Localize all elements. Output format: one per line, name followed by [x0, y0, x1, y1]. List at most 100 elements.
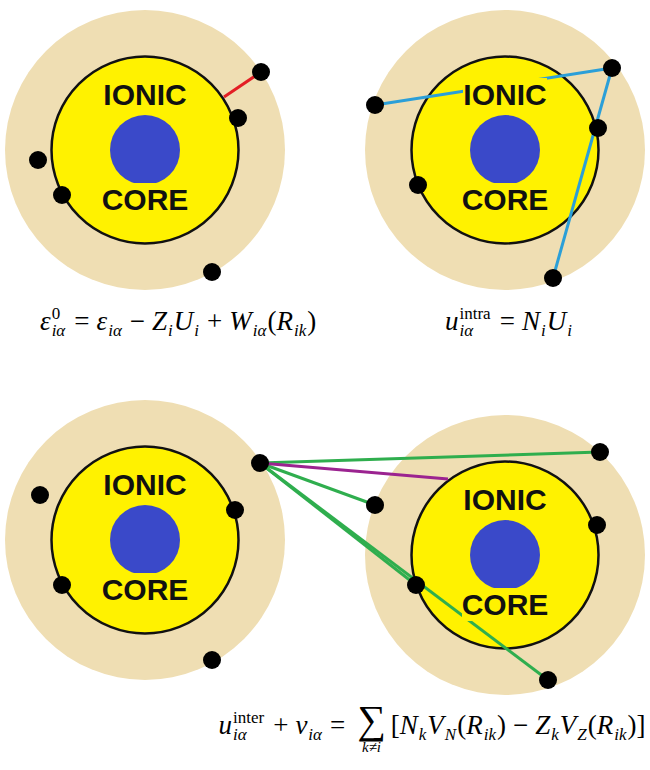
superscript: inter [233, 709, 264, 726]
formula-piece: u [445, 306, 459, 336]
formula-piece: U [174, 306, 194, 336]
ionic-core: IONIC CORE [50, 445, 240, 635]
formula-piece: − [130, 306, 145, 336]
formula-piece: R [276, 306, 293, 336]
formula-piece: V [560, 710, 577, 740]
formula-piece: i [168, 321, 173, 340]
subscript: k [551, 725, 559, 744]
formula-piece: = [74, 306, 89, 336]
formula-symbol: Z [535, 710, 550, 740]
formula-piece: + [207, 306, 222, 336]
formula-piece: = [330, 710, 345, 740]
nucleus [470, 115, 540, 185]
electron [588, 516, 606, 534]
formula-piece: v [295, 710, 307, 740]
formula-symbol: ( [457, 710, 466, 740]
operator: + [207, 306, 222, 336]
formula-piece: ) [307, 306, 316, 336]
formula-symbol: ) [628, 710, 637, 740]
formula-stack: intraiα [460, 305, 491, 339]
formula-symbol: v [295, 710, 307, 740]
electron-cloud [365, 10, 645, 290]
nucleus [470, 520, 540, 590]
formula-piece: i [541, 321, 546, 340]
interaction-line [260, 463, 448, 479]
formula: uinteriα+viα=∑k≠i[NkVN(Rik)−ZkVZ(Rik)] [218, 700, 645, 755]
summation-sign: ∑ [357, 700, 386, 740]
summation-limit: k≠i [357, 740, 386, 755]
core-circle [52, 447, 239, 634]
formula-piece: ( [267, 306, 276, 336]
formula-piece: ik [294, 321, 306, 340]
operator: − [130, 306, 145, 336]
core-label-box: IONIC CORE [445, 45, 565, 255]
electron [29, 151, 47, 169]
subscript: ik [614, 725, 626, 744]
subscript: N [445, 725, 456, 744]
formula-symbol: V [427, 710, 444, 740]
formula-piece: R [466, 710, 483, 740]
operator: = [74, 306, 89, 336]
interaction-line [553, 68, 612, 278]
subscript: i [168, 321, 173, 340]
electron [366, 96, 384, 114]
electron [603, 59, 621, 77]
formula-piece: U [547, 306, 567, 336]
ionic-core: IONIC CORE [410, 460, 600, 650]
core-circle [412, 462, 599, 649]
ionic-core: IONIC CORE [50, 55, 240, 245]
core-label-area: IONIC CORE [50, 55, 240, 245]
electron [409, 176, 427, 194]
formula-symbol: N [522, 306, 540, 336]
formula-piece: ε [97, 306, 108, 336]
subscript: iα [253, 321, 267, 340]
electron [539, 671, 557, 689]
core-label: IONIC CORE [462, 483, 549, 621]
formula-stack: interiα [233, 709, 264, 743]
formula-piece: ) [497, 710, 506, 740]
formula-symbol: U [174, 306, 194, 336]
formula-symbol: U [547, 306, 567, 336]
formula-symbol: R [597, 710, 614, 740]
formula-piece: Z [535, 710, 550, 740]
interaction-line [375, 68, 612, 105]
subscript: ik [294, 321, 306, 340]
formula-piece: iα [253, 321, 267, 340]
core-label: IONIC CORE [102, 468, 189, 606]
formula-piece: ] [637, 710, 646, 740]
nucleus [110, 115, 180, 185]
core-label-box: IONIC CORE [85, 45, 205, 255]
formula-piece: N [522, 306, 540, 336]
formula-symbol: V [560, 710, 577, 740]
interaction-line [260, 463, 548, 680]
subscript: ik [484, 725, 496, 744]
subscript: i [567, 321, 572, 340]
electron [203, 263, 221, 281]
subscript: i [541, 321, 546, 340]
operator: = [330, 710, 345, 740]
formula-symbol: ) [307, 306, 316, 336]
formula-symbol: R [466, 710, 483, 740]
formula-piece: W [229, 306, 252, 336]
electron [251, 454, 269, 472]
core-label-area: IONIC CORE [50, 445, 240, 635]
formula-piece: ε [40, 306, 51, 336]
electron [53, 186, 71, 204]
formula: uintraiα=NiUi [445, 305, 573, 347]
formula-piece: N [445, 725, 456, 744]
formula-symbol: [ [391, 710, 400, 740]
formula-piece: ( [588, 710, 597, 740]
electron [544, 269, 562, 287]
subscript: iα [460, 322, 491, 339]
formula-symbol: u [218, 710, 232, 740]
subscript: iα [233, 726, 264, 743]
electron [589, 119, 607, 137]
formula-piece: ( [457, 710, 466, 740]
formula-symbol: ε [97, 306, 108, 336]
formula-piece: + [273, 710, 288, 740]
formula-symbol: ] [637, 710, 646, 740]
subscript: iα [108, 321, 122, 340]
formula-piece: Z [577, 725, 586, 744]
